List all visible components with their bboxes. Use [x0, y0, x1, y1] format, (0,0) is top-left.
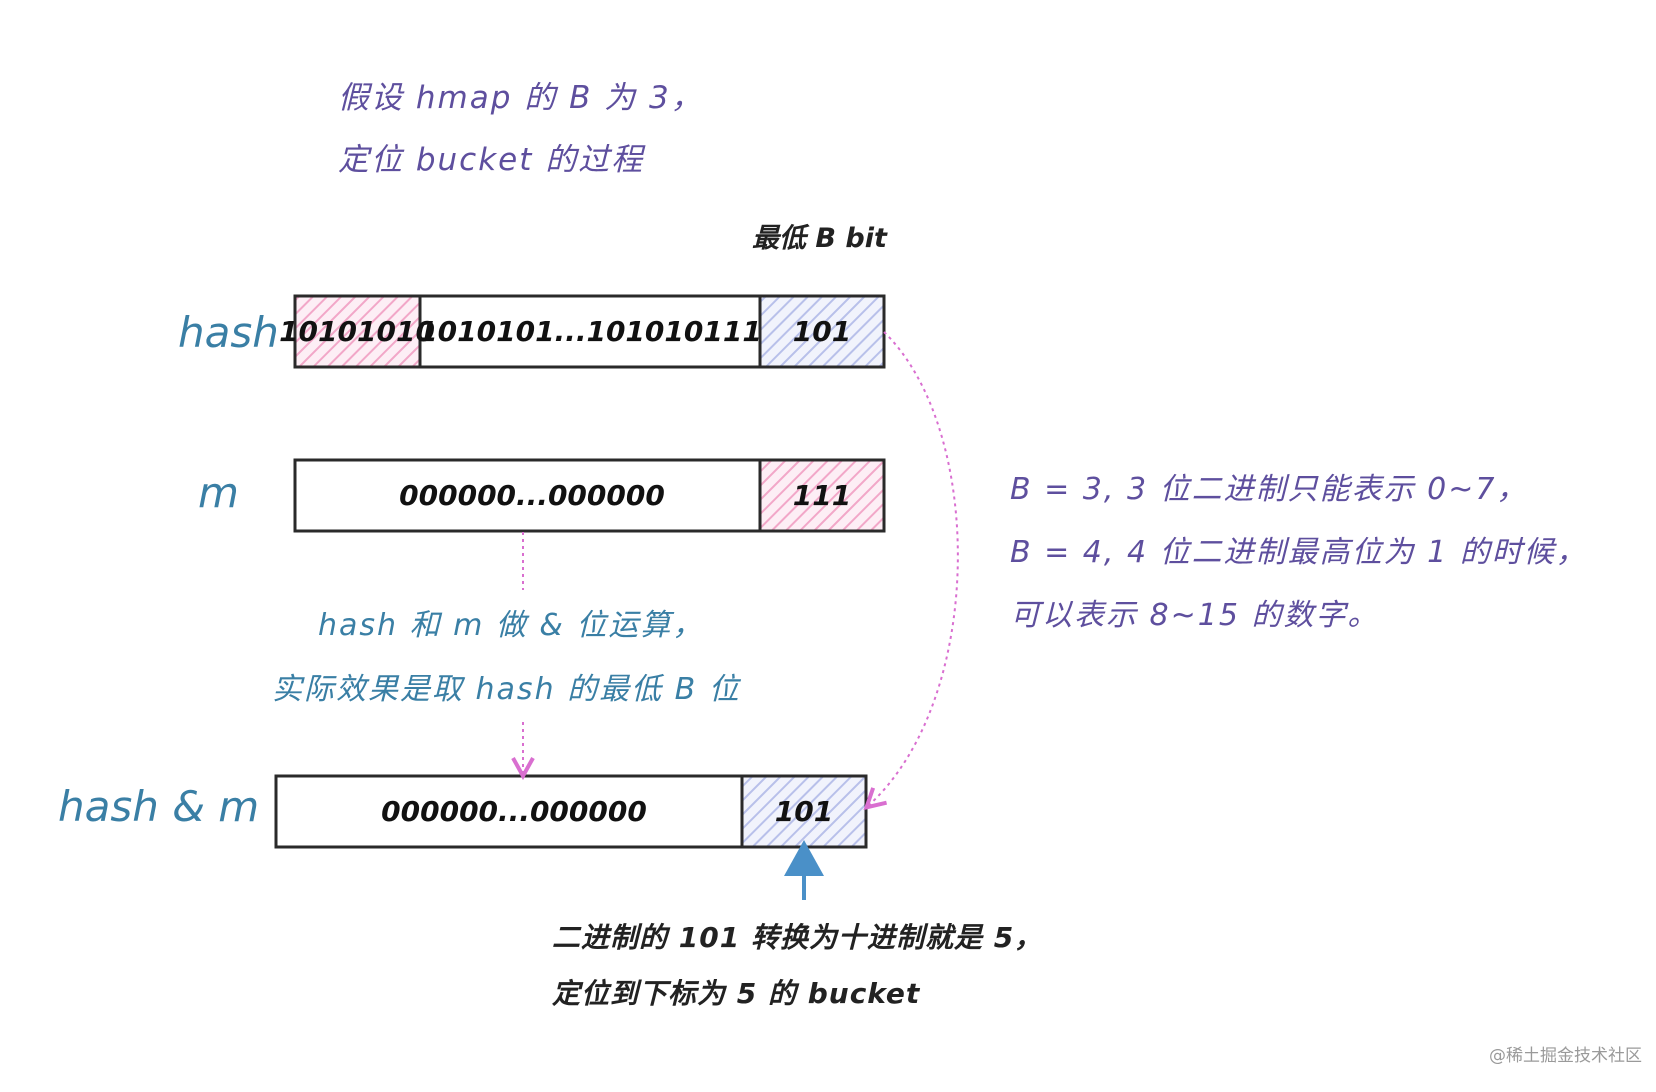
hash-cell-middle-text: 1010101...101010111: [418, 315, 762, 348]
m-cell-low-bits-text: 111: [793, 479, 851, 512]
result-cell-high-text: 000000...000000: [381, 795, 647, 828]
hash-cell-low-bits-text: 101: [793, 315, 851, 348]
m-cell-high-text: 000000...000000: [399, 479, 665, 512]
watermark: @稀土掘金技术社区: [1489, 1046, 1642, 1066]
hash-and-m-row-label: hash & m: [58, 782, 260, 831]
and-note-line-1: hash 和 m 做 & 位运算，: [318, 608, 705, 643]
bottom-note-line-2: 定位到下标为 5 的 bucket: [552, 977, 921, 1010]
hash-cell-middle: [418, 294, 762, 369]
hash-and-m-row: 000000...000000 101: [274, 774, 868, 849]
hash-cell-low-bits: [758, 294, 886, 369]
result-cell-low-bits-text: 101: [775, 795, 833, 828]
result-cell-high: [274, 774, 744, 849]
b-note-line-2: B = 4, 4 位二进制最高位为 1 的时候，: [1010, 535, 1588, 570]
bottom-note-line-1: 二进制的 101 转换为十进制就是 5，: [552, 921, 1044, 954]
b-note-line-1: B = 3, 3 位二进制只能表示 0~7，: [1010, 472, 1529, 507]
hash-cell-high-bits: [293, 294, 422, 369]
m-row: 000000...000000 111: [293, 458, 886, 533]
hash-row: 10101010 1010101...101010111 101: [279, 294, 886, 369]
m-cell-low-bits: [758, 458, 886, 533]
m-row-label: m: [198, 468, 239, 517]
low-bits-curved-arrow: [868, 331, 959, 806]
hash-cell-high-bits-text: 10101010: [279, 315, 435, 348]
title-line-2: 定位 bucket 的过程: [338, 142, 645, 178]
and-note-line-2: 实际效果是取 hash 的最低 B 位: [272, 672, 741, 707]
title-line-1: 假设 hmap 的 B 为 3，: [338, 80, 704, 116]
b-note-line-3: 可以表示 8~15 的数字。: [1010, 598, 1380, 633]
hash-row-label: hash: [178, 308, 279, 357]
m-cell-high: [293, 458, 762, 533]
low-bits-label: 最低 B bit: [752, 223, 887, 254]
